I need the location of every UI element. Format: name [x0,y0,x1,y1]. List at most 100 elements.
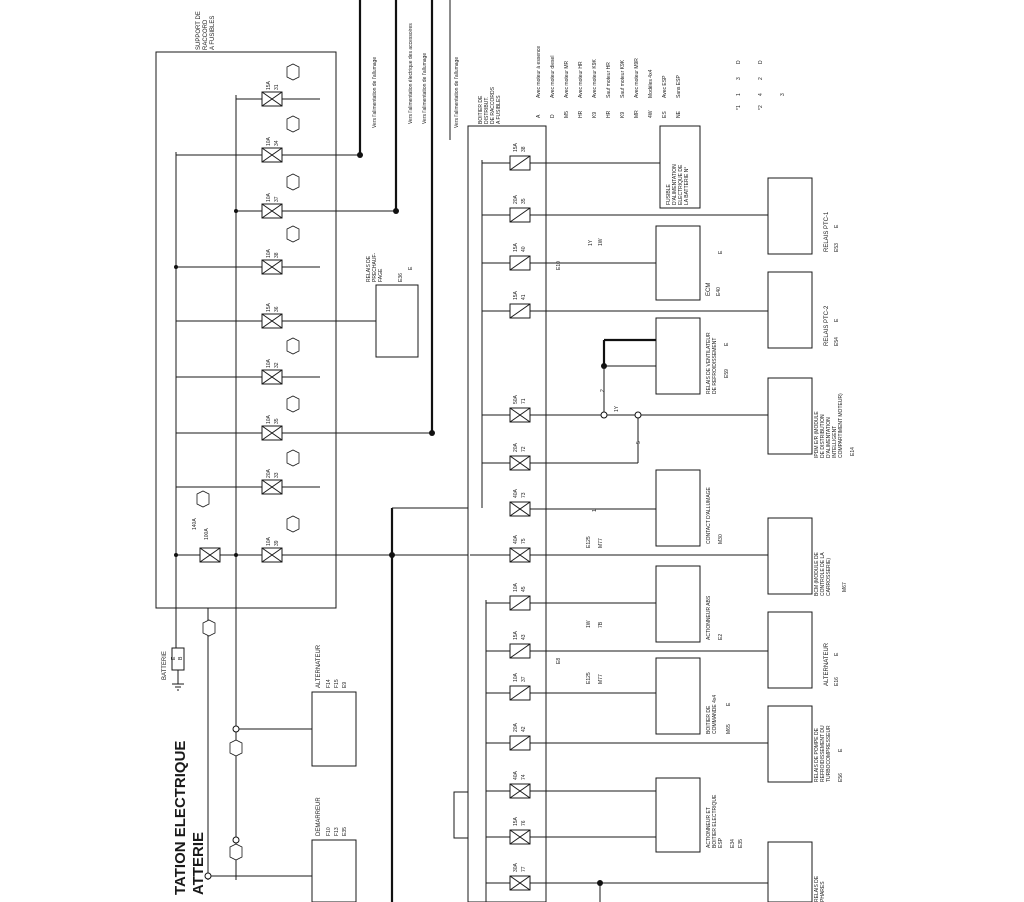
ipdm-fuse-12 [486,735,768,751]
svg-text:M77: M77 [598,674,604,684]
svg-text:E59: E59 [724,369,730,378]
svg-text:INTELLIGENT: INTELLIGENT [832,426,838,458]
svg-text:REFROIDISSEMENT DU: REFROIDISSEMENT DU [820,725,826,782]
svg-text:SUPPORT DE: SUPPORT DE [196,11,202,50]
svg-text:50A: 50A [513,394,519,404]
svg-text:40A: 40A [513,534,519,544]
svg-text:RELAIS DE POMPE DE: RELAIS DE POMPE DE [814,727,820,782]
svg-text:RELAIS DE VENTILATEUR: RELAIS DE VENTILATEUR [706,332,712,394]
svg-text:76: 76 [521,820,527,826]
svg-text:E8: E8 [556,658,562,664]
svg-text:BOITIER ELECTRIQUE: BOITIER ELECTRIQUE [712,794,718,848]
svg-text:E35: E35 [342,827,348,836]
abs-actuator: ACTIONNEUR ABS E2 [655,565,724,643]
svg-text:74: 74 [521,774,527,780]
svg-text:Sans ESP: Sans ESP [676,75,682,98]
fuse-1 [236,91,320,107]
svg-text:20A: 20A [513,722,519,732]
ipdm-fuse-3 [482,255,660,271]
svg-text:10A: 10A [266,358,272,368]
svg-text:DE DISTRIBUTION: DE DISTRIBUTION [820,414,826,458]
ipdm-fuse-1 [482,155,660,171]
svg-text:COMMANDE 4x4: COMMANDE 4x4 [712,695,718,734]
ipdm-box-frame [467,125,547,902]
svg-text:CONTACT D'ALLUMAGE: CONTACT D'ALLUMAGE [706,486,712,544]
svg-text:32: 32 [274,362,280,368]
svg-text:3: 3 [736,77,742,80]
main-fuse [176,547,236,563]
ipdm-fuse-5 [482,407,768,423]
svg-text:37: 37 [521,676,527,682]
ipdm-fuse-9 [486,595,660,611]
ipdm-er-module: IPDM E/R (MODULE DE DISTRIBUTION D'ALIME… [767,377,856,458]
svg-text:M30: M30 [718,534,724,544]
title-line-2: ATTERIE [190,832,207,895]
page-title: TATION ELECTRIQUE ATTERIE [172,741,207,895]
svg-text:Avec moteur à essence: Avec moteur à essence [536,46,542,98]
svg-text:35: 35 [521,198,527,204]
svg-text:7B: 7B [598,621,604,628]
svg-text:E10: E10 [556,261,562,270]
ipdm-fuse-ratings: 15A 20A 15A 15A 50A 20A 40A 40A 10A 15A … [513,142,527,872]
svg-text:HR: HR [578,110,584,118]
destination-labels: Vers l'alimentation de l'allumage Vers l… [372,23,460,128]
turbo-pump-relay: RELAIS DE POMPE DE REFROIDISSEMENT DU TU… [767,705,844,783]
svg-text:BOITIER DE: BOITIER DE [478,95,484,124]
svg-text:DISTRIBUT.: DISTRIBUT. [484,97,490,124]
svg-text:10A: 10A [266,136,272,146]
svg-text:1: 1 [592,509,598,512]
svg-text:ES: ES [662,111,668,118]
svg-text:D: D [550,114,556,118]
svg-text:Avec moteur K9K: Avec moteur K9K [592,59,598,98]
svg-text:ELECTRIQUE DE: ELECTRIQUE DE [678,164,684,205]
svg-text:15A: 15A [266,80,272,90]
svg-text:ALTERNATEUR: ALTERNATEUR [316,644,322,688]
svg-text:71: 71 [521,398,527,404]
svg-text:E: E [726,702,732,706]
svg-text:Avec moteur HR: Avec moteur HR [578,61,584,98]
svg-text:ESP: ESP [718,837,724,848]
battery-conn-1: E [171,656,177,660]
svg-text:Avec moteur M9R: Avec moteur M9R [634,58,640,98]
svg-text:M67: M67 [842,582,848,592]
svg-text:E: E [408,266,414,270]
svg-text:FAGE: FAGE [378,268,384,282]
fuse-2 [176,147,360,163]
ptc-relay-2: RELAIS PTC-2 E54 E [767,271,840,349]
svg-text:Avec moteur diesel: Avec moteur diesel [550,56,556,98]
svg-text:ALTERNATEUR: ALTERNATEUR [824,642,830,686]
fuse-4 [176,259,320,275]
svg-text:E: E [834,318,840,322]
svg-text:72: 72 [521,446,527,452]
svg-text:E: E [838,748,844,752]
ipdm-fuse-4 [482,303,768,319]
dest-2: Vers l'alimentation électrique des acces… [408,23,414,124]
dest-1: Vers l'alimentation de l'allumage [372,57,378,128]
svg-text:E: E [834,652,840,656]
svg-text:E34: E34 [730,839,736,848]
alternator-right: ALTERNATEUR E16 E [767,611,840,689]
svg-text:BOITIER DE: BOITIER DE [706,705,712,734]
fuse-5 [176,313,376,329]
svg-text:LA BATTERIE N°: LA BATTERIE N° [684,167,690,205]
svg-text:E125: E125 [586,536,592,548]
svg-text:10A: 10A [513,582,519,592]
alternator-top: ALTERNATEUR F14 F15 E9 [236,644,357,767]
svg-text:34: 34 [274,140,280,146]
battery-conn-2: B [178,656,184,660]
svg-text:A FUSIBLES: A FUSIBLES [210,16,216,50]
svg-text:42: 42 [521,726,527,732]
svg-text:HR: HR [606,110,612,118]
svg-text:36: 36 [274,306,280,312]
ipdm-fuse-13 [486,783,660,799]
svg-text:35: 35 [274,418,280,424]
svg-text:37: 37 [274,196,280,202]
svg-text:M65: M65 [726,724,732,734]
svg-text:F10: F10 [326,827,332,836]
svg-text:E56: E56 [838,773,844,782]
ipdm-fuse-2 [482,207,768,223]
svg-text:D'ALIMENTATION: D'ALIMENTATION [826,417,832,458]
svg-text:RELAIS PTC-1: RELAIS PTC-1 [824,211,830,252]
svg-text:E: E [718,250,724,254]
svg-text:E125: E125 [586,672,592,684]
